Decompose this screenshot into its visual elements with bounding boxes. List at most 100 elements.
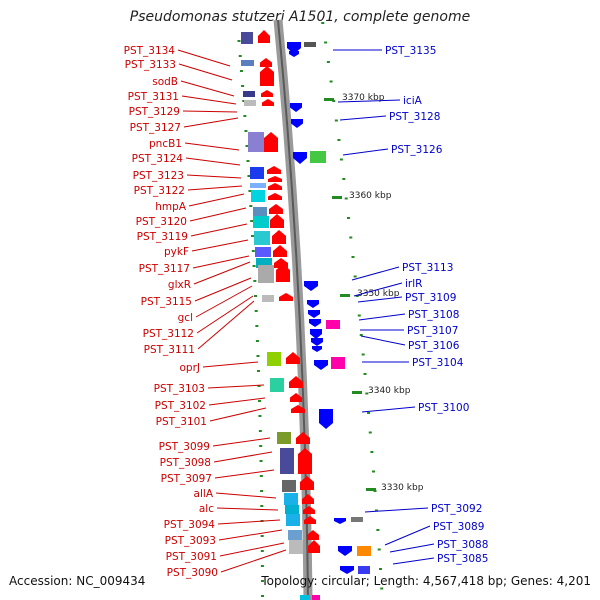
tick-mark	[254, 310, 258, 312]
gene-label: PST_3128	[389, 111, 440, 123]
gene-label: gcl	[178, 312, 193, 324]
gene-block	[285, 505, 299, 514]
label-connector	[196, 295, 254, 334]
forward-gene-arrow	[273, 245, 287, 257]
gene-label: PST_3123	[133, 170, 184, 182]
label-connector	[342, 148, 389, 156]
tick-mark	[260, 490, 264, 492]
label-connector	[216, 507, 279, 511]
reverse-gene-arrow	[290, 103, 302, 112]
forward-gene-arrow	[279, 293, 293, 301]
tick-mark	[374, 509, 378, 512]
gene-label: pncB1	[149, 138, 182, 150]
label-connector	[178, 63, 233, 81]
label-connector	[194, 277, 252, 302]
label-connector	[209, 407, 267, 422]
tick-mark	[367, 412, 371, 414]
tick-mark	[245, 145, 249, 147]
scale-label: 3330 kbp	[381, 483, 424, 493]
scale-label: 3350 kbp	[357, 289, 400, 299]
gene-block	[288, 530, 302, 540]
forward-gene-arrow	[268, 176, 282, 182]
gene-label: PST_3085	[437, 553, 488, 565]
gene-block	[300, 595, 310, 600]
reverse-gene-arrow	[319, 409, 333, 429]
scale-labels: 3370 kbp 3360 kbp 3350 kbp 3340 kbp 3330…	[342, 93, 424, 493]
reverse-gene-arrow	[311, 338, 323, 346]
gene-block	[256, 258, 272, 268]
gene-label: PST_3102	[155, 400, 206, 412]
gene-label: PST_3134	[124, 45, 176, 57]
tick-mark	[242, 100, 246, 102]
forward-gene-arrow	[303, 506, 315, 514]
tick-mark	[344, 197, 348, 200]
forward-gene-arrow	[261, 90, 273, 97]
gene-block	[284, 493, 298, 505]
tick-mark	[357, 314, 361, 317]
reverse-gene-arrow	[338, 546, 352, 556]
gene-block	[270, 378, 284, 392]
label-connector	[389, 543, 435, 553]
forward-gene-arrow	[307, 530, 319, 540]
gene-block	[282, 480, 296, 492]
genome-backbone	[273, 19, 313, 600]
gene-label: hmpA	[155, 201, 187, 213]
forward-gene-arrow	[300, 476, 314, 490]
tick-mark	[260, 550, 264, 552]
gene-block	[250, 167, 264, 179]
gene-label: PST_3094	[164, 519, 216, 531]
label-connector	[180, 80, 235, 97]
tick-mark	[363, 373, 367, 375]
tick-mark	[260, 565, 264, 567]
major-tick	[340, 294, 350, 297]
gene-label: PST_3088	[437, 539, 488, 551]
forward-gene-arrow	[272, 230, 286, 244]
label-connector	[193, 261, 251, 285]
label-connector	[351, 266, 400, 281]
right-gene-labels: PST_3135 iciA PST_3128 PST_3126 PST_3113…	[385, 45, 488, 565]
reverse-gene-arrow	[291, 119, 303, 128]
tick-mark	[251, 235, 255, 237]
gene-label: PST_3129	[129, 106, 180, 118]
forward-gene-arrow	[296, 432, 310, 444]
tick-mark	[237, 40, 241, 42]
tick-mark	[260, 505, 264, 507]
reverse-gene-arrow	[308, 310, 320, 318]
label-connector	[192, 255, 250, 269]
gene-label: sodB	[152, 76, 178, 88]
gene-label: PST_3093	[165, 535, 216, 547]
forward-gene-arrow	[268, 193, 282, 200]
tick-mark	[257, 370, 261, 372]
gene-label: PST_3097	[161, 473, 212, 485]
gene-block	[244, 100, 256, 106]
gene-block	[280, 448, 294, 474]
tick-mark	[238, 55, 242, 57]
tick-mark	[339, 158, 343, 161]
scale-ticks	[237, 22, 384, 597]
gene-label: PST_3109	[405, 292, 456, 304]
reverse-gene-arrow	[309, 319, 321, 327]
scale-label: 3340 kbp	[368, 386, 411, 396]
tick-mark	[359, 334, 363, 336]
gene-block	[250, 183, 266, 188]
forward-gene-arrow	[308, 540, 320, 553]
tick-mark	[324, 41, 328, 44]
reverse-gene-arrow	[334, 518, 346, 524]
gene-label: PST_3092	[431, 503, 482, 515]
label-connector	[202, 361, 259, 368]
label-connector	[214, 469, 275, 479]
tick-mark	[258, 400, 261, 402]
gene-block	[241, 60, 254, 66]
gene-label: glxR	[168, 279, 191, 291]
tick-mark	[329, 80, 333, 83]
gene-block	[358, 566, 370, 574]
tick-mark	[254, 295, 258, 297]
gene-features	[241, 30, 371, 600]
forward-gene-arrow	[290, 393, 302, 402]
forward-gene-arrow	[267, 166, 281, 174]
tick-mark	[380, 587, 384, 590]
label-connector	[189, 207, 247, 222]
gene-label: PST_3113	[402, 262, 453, 274]
label-connector	[208, 397, 266, 406]
label-connector	[215, 492, 277, 499]
